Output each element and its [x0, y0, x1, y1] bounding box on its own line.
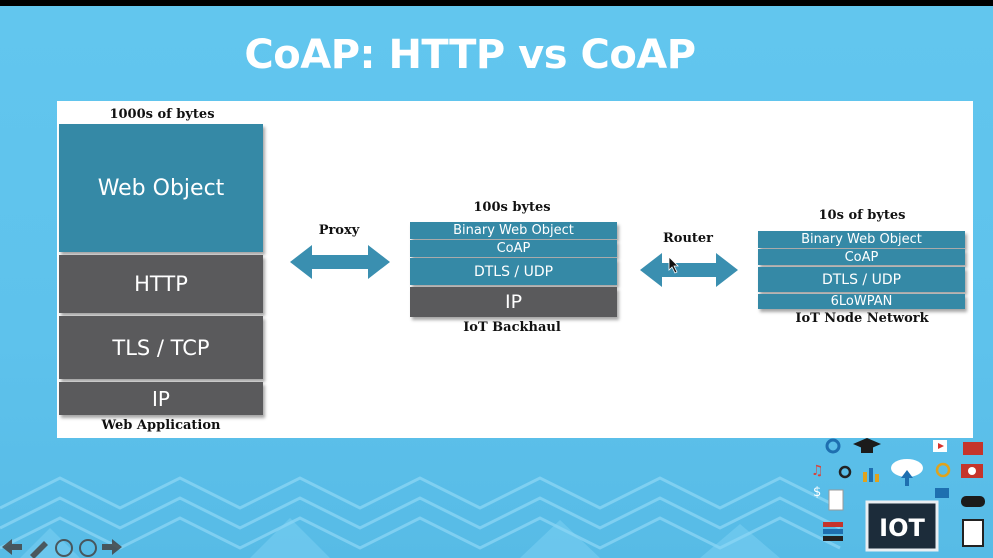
- node-layer-dtls-udp: DTLS / UDP: [758, 267, 965, 292]
- backhaul-size-label: 100s bytes: [473, 200, 551, 215]
- play-icon: [933, 440, 947, 452]
- http-layer-ip: IP: [59, 382, 263, 415]
- slide-title: CoAP: HTTP vs CoAP: [244, 32, 696, 78]
- svg-text:♫: ♫: [811, 463, 824, 479]
- cloud-upload-icon: [891, 459, 923, 486]
- node-layer-binary-web-object: Binary Web Object: [758, 231, 965, 248]
- briefcase-icon: [963, 442, 983, 455]
- books-icon: [823, 522, 843, 541]
- graduation-cap-icon: [853, 438, 881, 453]
- diagram-panel: 1000s of bytes Web Object HTTP TLS / TCP…: [57, 101, 973, 438]
- proxy-double-arrow: [290, 245, 390, 279]
- slide-navigation-toolbar: [2, 539, 122, 558]
- music-note-icon: ♫: [811, 463, 824, 479]
- node-layer-coap: CoAP: [758, 249, 965, 265]
- backhaul-layer-binary-web-object: Binary Web Object: [410, 222, 617, 239]
- chat-icon: [935, 488, 949, 498]
- back-arrow-icon[interactable]: [2, 539, 22, 555]
- zoom-in-icon[interactable]: [79, 539, 97, 557]
- camera-icon: [961, 464, 983, 478]
- node-stack-caption: IoT Node Network: [795, 311, 929, 326]
- backhaul-layer-dtls-udp: DTLS / UDP: [410, 258, 617, 285]
- slide: CoAP: HTTP vs CoAP 1000s of bytes Web Ob…: [0, 6, 993, 558]
- http-layer-tls-tcp: TLS / TCP: [59, 316, 263, 379]
- monitor-icon: [865, 500, 939, 552]
- node-layer-6lowpan: 6LoWPAN: [758, 294, 965, 309]
- bar-chart-icon: [863, 468, 879, 482]
- zoom-out-icon[interactable]: [55, 539, 73, 557]
- iot-logo-text: IOT: [879, 514, 925, 542]
- http-stack-caption: Web Application: [101, 418, 221, 433]
- backhaul-layer-coap: CoAP: [410, 240, 617, 257]
- proxy-label: Proxy: [318, 223, 360, 238]
- settings-gear-icon: [825, 438, 841, 454]
- backhaul-stack-caption: IoT Backhaul: [463, 320, 561, 335]
- refresh-icon: [935, 462, 951, 478]
- backhaul-layer-ip: IP: [410, 287, 617, 317]
- mouse-cursor-icon: [668, 256, 679, 274]
- gamepad-icon: [961, 496, 985, 507]
- document-icon: [828, 489, 844, 511]
- node-size-label: 10s of bytes: [818, 208, 906, 223]
- http-size-label: 1000s of bytes: [109, 107, 215, 122]
- gear-icon: [838, 465, 852, 479]
- iot-icon-cluster: ♫ $ IOT: [811, 438, 985, 552]
- forward-arrow-icon[interactable]: [102, 539, 122, 555]
- pen-icon[interactable]: [30, 541, 48, 558]
- tablet-icon: [962, 519, 984, 547]
- router-double-arrow: [640, 253, 738, 287]
- dollar-icon: $: [813, 485, 821, 500]
- http-layer-http: HTTP: [59, 255, 263, 313]
- router-label: Router: [662, 231, 714, 246]
- http-layer-web-object: Web Object: [59, 124, 263, 252]
- svg-text:$: $: [813, 485, 821, 500]
